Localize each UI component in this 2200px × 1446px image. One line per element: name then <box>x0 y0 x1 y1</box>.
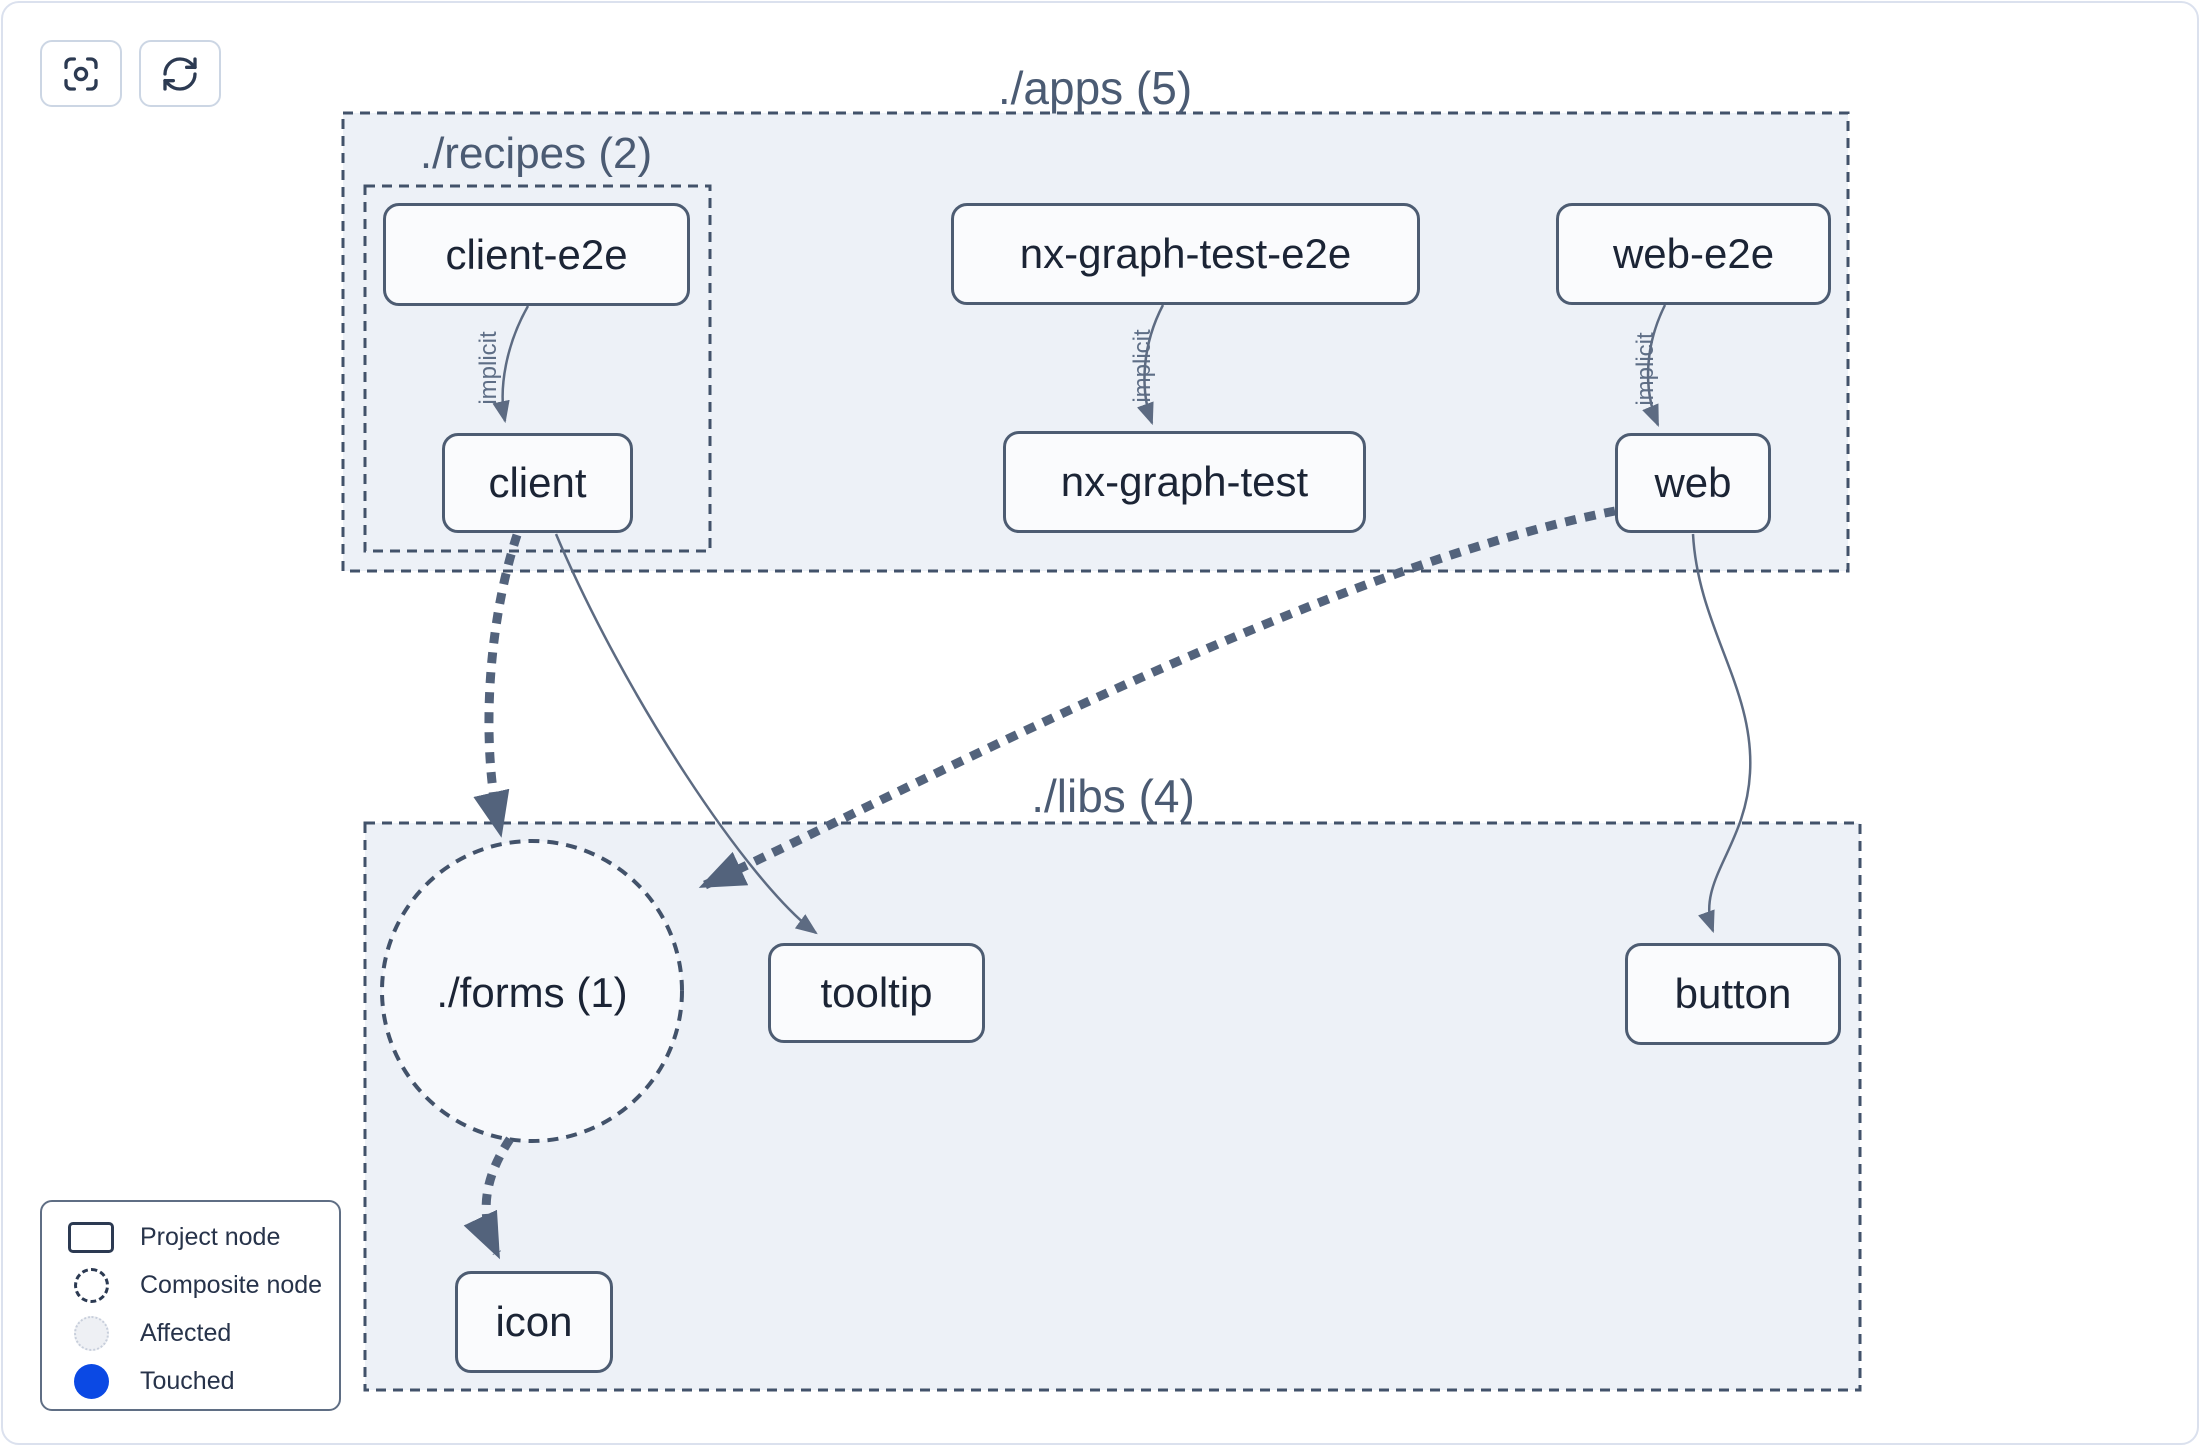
edge-web-to-forms <box>698 506 1616 890</box>
project-node-swatch <box>68 1222 114 1253</box>
legend-item-touched: Touched <box>42 1358 339 1405</box>
legend-label: Affected <box>140 1319 232 1347</box>
legend-item-composite-node: Composite node <box>42 1262 339 1309</box>
touched-swatch <box>73 1364 109 1399</box>
focus-button[interactable] <box>40 40 122 107</box>
edge-web-to-button <box>1691 533 1752 934</box>
node-icon[interactable]: icon <box>455 1271 613 1373</box>
group-title-recipes: ./recipes (2) <box>419 129 653 178</box>
affected-swatch <box>73 1316 109 1351</box>
edge-client-e2e-to-client <box>492 305 530 424</box>
edge-label-implicit: implicit <box>1129 329 1156 403</box>
composite-node-forms-label: ./forms (1) <box>436 969 628 1016</box>
edge-client-to-forms <box>473 533 522 838</box>
node-web-e2e[interactable]: web-e2e <box>1556 203 1831 305</box>
edge-forms-to-icon <box>463 1136 514 1260</box>
legend: Project node Composite node Affected Tou… <box>40 1200 341 1411</box>
node-nx-graph-test[interactable]: nx-graph-test <box>1003 431 1366 533</box>
edge-client-to-tooltip <box>554 533 818 935</box>
node-button[interactable]: button <box>1625 943 1841 1045</box>
legend-item-project-node: Project node <box>42 1214 339 1261</box>
node-web[interactable]: web <box>1615 433 1771 533</box>
node-tooltip[interactable]: tooltip <box>768 943 985 1043</box>
node-nx-graph-test-e2e[interactable]: nx-graph-test-e2e <box>951 203 1420 305</box>
group-title-apps: ./apps (5) <box>997 62 1193 114</box>
refresh-button[interactable] <box>139 40 221 107</box>
legend-label: Touched <box>140 1367 235 1395</box>
node-client-e2e[interactable]: client-e2e <box>383 203 690 306</box>
legend-label: Project node <box>140 1223 281 1251</box>
group-title-libs: ./libs (4) <box>1031 770 1195 822</box>
composite-node-swatch <box>73 1268 109 1303</box>
edge-label-implicit: implicit <box>475 331 502 405</box>
legend-label: Composite node <box>140 1271 323 1299</box>
legend-item-affected: Affected <box>42 1310 339 1357</box>
refresh-icon <box>160 54 200 94</box>
focus-icon <box>61 54 101 94</box>
node-client[interactable]: client <box>442 433 633 533</box>
edge-label-implicit: implicit <box>1632 332 1659 406</box>
